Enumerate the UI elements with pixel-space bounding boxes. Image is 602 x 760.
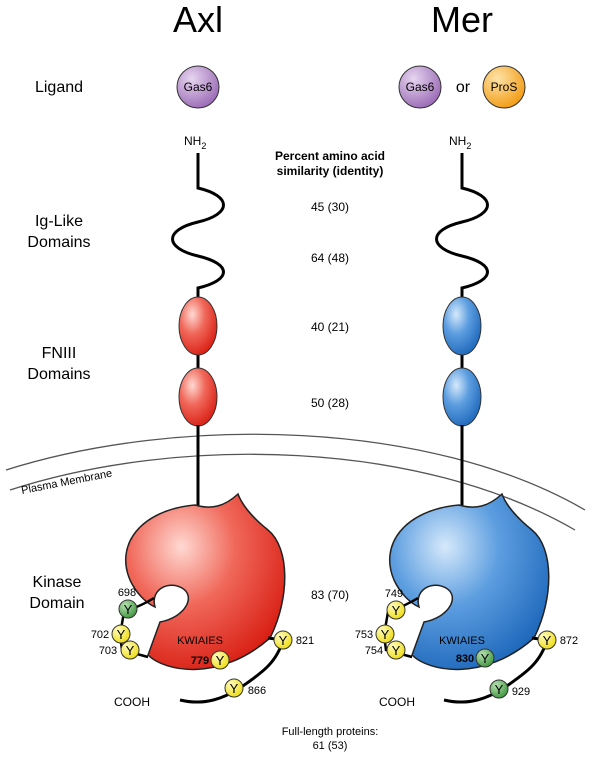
- svg-text:698: 698: [118, 587, 136, 599]
- svg-text:Y: Y: [495, 682, 504, 697]
- mer-gas6-ligand: Gas6: [398, 65, 442, 109]
- axl-fniii-domain-2: [178, 367, 218, 427]
- mer-title: Mer: [431, 0, 493, 40]
- mer-pros-ligand: ProS: [482, 65, 526, 109]
- svg-text:Y: Y: [381, 627, 390, 642]
- svg-text:866: 866: [248, 685, 266, 697]
- kinase-label-line1: Kinase: [33, 574, 82, 591]
- kinase-label-line2: Domain: [29, 595, 84, 612]
- axl-fniii-domain-1: [178, 296, 218, 356]
- mer-receptor: KWIAIES: [382, 153, 550, 704]
- mer-tyrosine-754: Y 754: [365, 640, 406, 660]
- similarity-ig1: 45 (30): [311, 200, 349, 214]
- mer-tyrosine-749: Y 749: [385, 588, 406, 620]
- axl-tyrosine-866: Y 866: [224, 678, 266, 698]
- ig-like-label-line1: Ig-Like: [35, 213, 83, 230]
- svg-text:Y: Y: [279, 633, 288, 648]
- svg-text:754: 754: [365, 645, 383, 657]
- svg-text:779: 779: [191, 655, 209, 667]
- mer-ig-like-domains: [435, 153, 489, 298]
- full-length-line1: Full-length proteins:: [282, 726, 379, 738]
- axl-ig-like-domains: [171, 153, 225, 298]
- mer-c-terminus: COOH: [379, 695, 415, 709]
- svg-text:Y: Y: [481, 651, 490, 666]
- similarity-fn2: 50 (28): [311, 396, 349, 410]
- svg-text:Y: Y: [126, 643, 135, 658]
- svg-text:Gas6: Gas6: [406, 80, 435, 94]
- axl-c-terminus: COOH: [114, 695, 150, 709]
- axl-title: Axl: [173, 0, 223, 40]
- axl-gas6-ligand: Gas6: [176, 65, 220, 109]
- plasma-membrane: [5, 433, 586, 531]
- axl-tyrosine-703: Y 703: [99, 640, 140, 660]
- svg-text:Y: Y: [230, 681, 239, 696]
- mer-tyrosine-929: Y 929: [489, 679, 530, 699]
- mer-kinase-domain: [389, 492, 550, 671]
- axl-tyrosine-779: Y 779: [191, 650, 230, 670]
- svg-text:Y: Y: [117, 627, 126, 642]
- ig-like-label-line2: Domains: [27, 234, 90, 251]
- mer-fniii-domain-2: [442, 367, 482, 427]
- mer-kwiaies-motif: KWIAIES: [439, 635, 485, 647]
- mer-fniii-domain-1: [442, 296, 482, 356]
- similarity-fn1: 40 (21): [311, 320, 349, 334]
- similarity-header-line1: Percent amino acid: [275, 149, 385, 163]
- mer-n-terminus: NH2: [449, 134, 471, 151]
- mer-tyrosine-753: Y 753: [355, 624, 395, 644]
- svg-text:Y: Y: [543, 633, 552, 648]
- full-length-line2: 61 (53): [313, 740, 348, 752]
- svg-text:ProS: ProS: [491, 80, 518, 94]
- svg-text:749: 749: [385, 588, 403, 600]
- axl-tyrosine-702: Y 702: [91, 624, 131, 644]
- svg-text:703: 703: [99, 645, 117, 657]
- ligand-or-text: or: [456, 79, 471, 96]
- svg-text:929: 929: [512, 686, 530, 698]
- svg-text:872: 872: [560, 635, 578, 647]
- axl-kwiaies-motif: KWIAIES: [177, 635, 223, 647]
- svg-text:702: 702: [91, 629, 109, 641]
- svg-text:Y: Y: [392, 643, 401, 658]
- svg-text:Gas6: Gas6: [184, 80, 213, 94]
- svg-text:Y: Y: [392, 603, 401, 618]
- axl-receptor: KWIAIES: [118, 153, 286, 704]
- svg-text:830: 830: [456, 653, 474, 665]
- mer-tyrosine-872: Y 872: [537, 630, 578, 650]
- svg-text:Y: Y: [124, 602, 133, 617]
- axl-tyrosine-821: Y 821: [273, 630, 314, 650]
- fniii-label-line1: FNIII: [42, 345, 77, 362]
- axl-tyrosine-698: Y 698: [118, 587, 138, 619]
- similarity-header-line2: similarity (identity): [277, 164, 384, 178]
- axl-n-terminus: NH2: [184, 134, 206, 151]
- svg-text:Y: Y: [216, 653, 225, 668]
- fniii-label-line2: Domains: [27, 366, 90, 383]
- svg-text:753: 753: [355, 629, 373, 641]
- axl-kinase-domain: [125, 492, 286, 671]
- svg-text:821: 821: [296, 635, 314, 647]
- plasma-membrane-label: Plasma Membrane: [20, 468, 113, 497]
- ligand-label: Ligand: [35, 79, 83, 96]
- similarity-ig2: 64 (48): [311, 251, 349, 265]
- mer-tyrosine-830: Y 830: [456, 648, 495, 668]
- similarity-kinase: 83 (70): [311, 588, 349, 602]
